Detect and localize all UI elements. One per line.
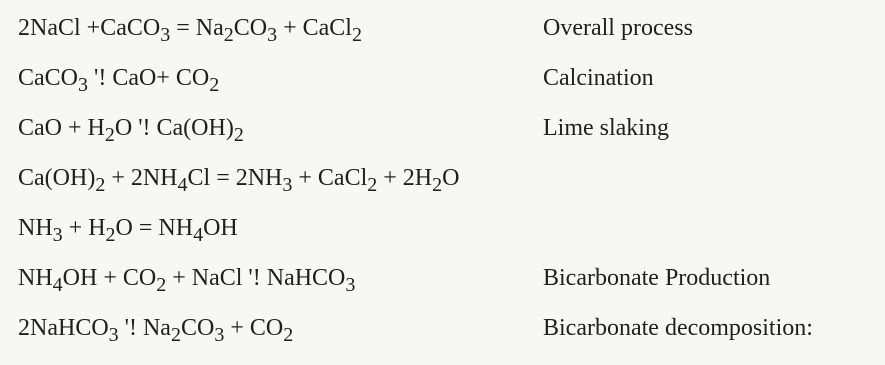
equation-text: + NaCl '! NaHCO — [166, 265, 346, 291]
equation-subscript: 2 — [170, 323, 181, 346]
equation-text: OH — [203, 215, 238, 241]
equation-text: OH + CO — [62, 265, 157, 291]
reaction-row: Ca(OH)2 + 2NH4Cl = 2NH3 + CaCl2 + 2H2O — [18, 158, 878, 202]
reaction-row: 2NaHCO3 '! Na2CO3 + CO2 Bicarbonate deco… — [18, 308, 878, 352]
equation-text: O '! Ca(OH) — [114, 115, 234, 141]
reaction-equation: 2NaHCO3 '! Na2CO3 + CO2 — [18, 308, 293, 355]
equation-subscript: 4 — [177, 173, 188, 196]
equation-subscript: 2 — [432, 173, 443, 196]
equation-text: 2NaHCO — [18, 315, 109, 341]
equation-subscript: 2 — [351, 23, 362, 46]
reaction-label: Bicarbonate Production — [543, 265, 771, 291]
equation-text: Cl = 2NH — [187, 165, 283, 191]
equation-text: CaCO — [18, 65, 78, 91]
equation-text: CaO + H — [18, 115, 105, 141]
equation-subscript: 4 — [52, 273, 63, 296]
reaction-equation: CaCO3 '! CaO+ CO2 — [18, 58, 219, 105]
equation-text: NH — [18, 265, 53, 291]
equation-subscript: 3 — [52, 223, 63, 246]
reaction-label: Overall process — [543, 15, 693, 41]
equation-text: + H — [62, 215, 106, 241]
equation-subscript: 2 — [156, 273, 167, 296]
equation-subscript: 2 — [283, 323, 294, 346]
equation-text: 2NaCl +CaCO — [18, 15, 161, 41]
equation-subscript: 2 — [367, 173, 378, 196]
reaction-row: NH3 + H2O = NH4OH — [18, 208, 878, 252]
reaction-row: NH4OH + CO2 + NaCl '! NaHCO3 Bicarbonate… — [18, 258, 878, 302]
equation-subscript: 3 — [108, 323, 119, 346]
equation-text: + 2NH — [105, 165, 178, 191]
equation-text: '! CaO+ CO — [88, 65, 210, 91]
equation-subscript: 3 — [214, 323, 225, 346]
reaction-equation: 2NaCl +CaCO3 = Na2CO3 + CaCl2 — [18, 8, 362, 55]
equation-subscript: 3 — [160, 23, 171, 46]
equation-text: O — [442, 165, 460, 191]
equation-text: + CaCl — [292, 165, 368, 191]
equation-subscript: 2 — [95, 173, 106, 196]
reaction-equation: CaO + H2O '! Ca(OH)2 — [18, 108, 244, 155]
reaction-equation: NH4OH + CO2 + NaCl '! NaHCO3 — [18, 258, 355, 305]
reaction-row: CaCO3 '! CaO+ CO2 Calcination — [18, 58, 878, 102]
equation-text: CO — [233, 15, 268, 41]
equation-text: CO — [180, 315, 215, 341]
equation-subscript: 2 — [223, 23, 234, 46]
equation-text: NH — [18, 215, 53, 241]
equation-subscript: 3 — [267, 23, 278, 46]
equation-subscript: 4 — [193, 223, 204, 246]
equation-subscript: 3 — [282, 173, 293, 196]
equation-text: Ca(OH) — [18, 165, 96, 191]
reaction-equation: Ca(OH)2 + 2NH4Cl = 2NH3 + CaCl2 + 2H2O — [18, 158, 459, 205]
equation-text: = Na — [170, 15, 224, 41]
equation-text: + CO — [224, 315, 284, 341]
equation-subscript: 2 — [209, 73, 220, 96]
equation-text: + 2H — [377, 165, 433, 191]
equation-subscript: 2 — [105, 223, 116, 246]
equation-subscript: 3 — [345, 273, 356, 296]
reaction-label: Lime slaking — [543, 115, 669, 141]
equation-text: '! Na — [118, 315, 171, 341]
equation-text: O = NH — [115, 215, 194, 241]
reaction-row: CaO + H2O '! Ca(OH)2 Lime slaking — [18, 108, 878, 152]
equation-subscript: 3 — [78, 73, 88, 96]
equation-subscript: 2 — [233, 123, 244, 146]
equation-subscript: 2 — [104, 123, 115, 146]
reaction-row: 2NaCl +CaCO3 = Na2CO3 + CaCl2 Overall pr… — [18, 8, 878, 52]
reaction-label: Calcination — [543, 65, 654, 91]
reaction-equation: NH3 + H2O = NH4OH — [18, 208, 238, 255]
reaction-label: Bicarbonate decomposition: — [543, 315, 813, 341]
equation-text: + CaCl — [277, 15, 352, 41]
